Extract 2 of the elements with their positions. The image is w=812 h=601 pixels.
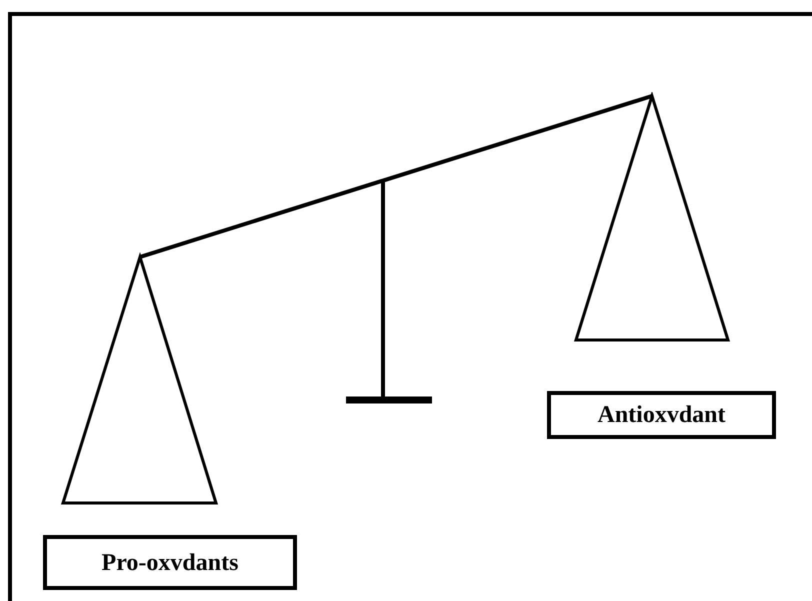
label-box: Antioxvdant	[547, 391, 776, 439]
label-box: Pro-oxvdants	[43, 535, 297, 590]
